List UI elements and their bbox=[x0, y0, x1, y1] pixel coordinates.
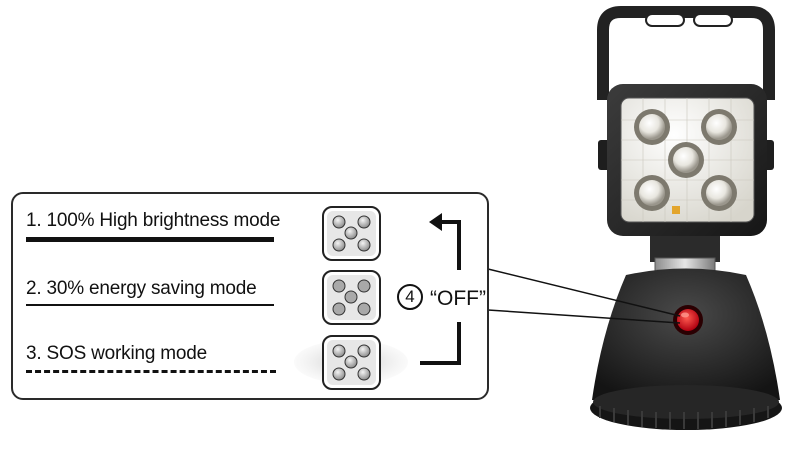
lamp-base bbox=[590, 268, 782, 430]
mode-3-label: 3. SOS working mode bbox=[26, 343, 208, 364]
off-label: “OFF” bbox=[430, 287, 486, 310]
power-button bbox=[673, 305, 703, 335]
lamp-handle bbox=[597, 6, 775, 100]
callout-line-upper bbox=[487, 268, 681, 317]
mode-3-line-dashed bbox=[26, 370, 276, 373]
mode-1-line-thick bbox=[26, 237, 274, 242]
mode-2-line-thin bbox=[26, 304, 274, 306]
step-number-badge: 4 bbox=[397, 284, 423, 310]
callout-line-lower bbox=[487, 309, 681, 324]
lamp-leds bbox=[634, 109, 737, 214]
mode-1-label: 1. 100% High brightness mode bbox=[26, 210, 281, 231]
mode-2-label: 2. 30% energy saving mode bbox=[26, 278, 257, 299]
